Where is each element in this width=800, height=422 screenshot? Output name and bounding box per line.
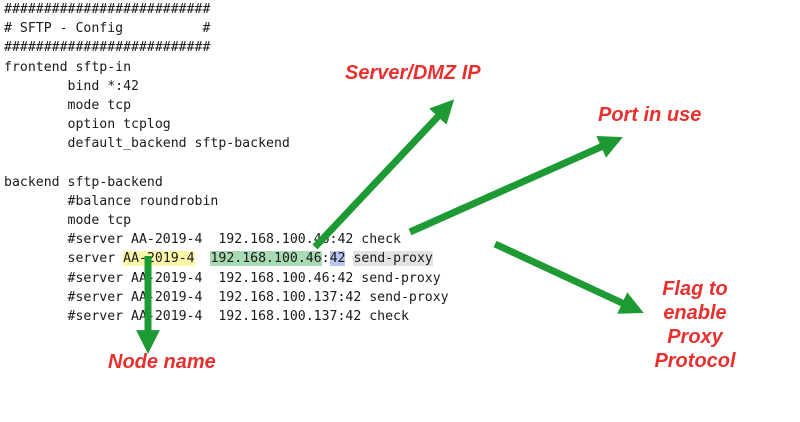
config-line: frontend sftp-in [4,59,132,75]
active-server-line: server AA-2019-4 192.168.100.46:42 send-… [67,251,433,267]
node-name-annotation: Node name [108,351,216,373]
config-line: #balance roundrobin [4,193,219,209]
config-line: #server AA-2019-4 192.168.100.137:42 sen… [4,289,449,305]
proxy-flag-arrow [493,240,644,314]
config-line: # SFTP - Config # [4,21,211,37]
config-line: mode tcp [4,213,132,229]
server-keyword: server [67,251,116,267]
config-line: ########################## [4,2,211,17]
config-line: backend sftp-backend [4,174,163,190]
node-name-highlight: AA-2019-4 [123,251,195,267]
flag-annotation-line: Proxy [667,326,723,348]
config-line: bind *:42 [4,78,139,94]
flag-annotation-line: Flag to [662,278,728,300]
port-annotation: Port in use [598,104,702,126]
server-ip-arrow [312,99,455,250]
config-line: mode tcp [4,97,132,113]
server-ip-annotation: Server/DMZ IP [345,62,481,84]
proxy-flag-highlight: send-proxy [353,251,433,267]
port-arrow [408,135,623,236]
flag-annotation-line: enable [663,302,727,324]
port-highlight: 42 [329,251,346,267]
proxy-flag-annotation: Flag to enable Proxy Protocol [640,277,750,373]
haproxy-config: ########################## # SFTP - Confi… [4,0,449,326]
config-line: option tcplog [4,117,171,133]
server-ip-highlight: 192.168.100.46 [210,251,322,267]
flag-annotation-line: Protocol [654,350,736,372]
config-line: default_backend sftp-backend [4,136,290,152]
config-line: ########################## [4,40,211,56]
